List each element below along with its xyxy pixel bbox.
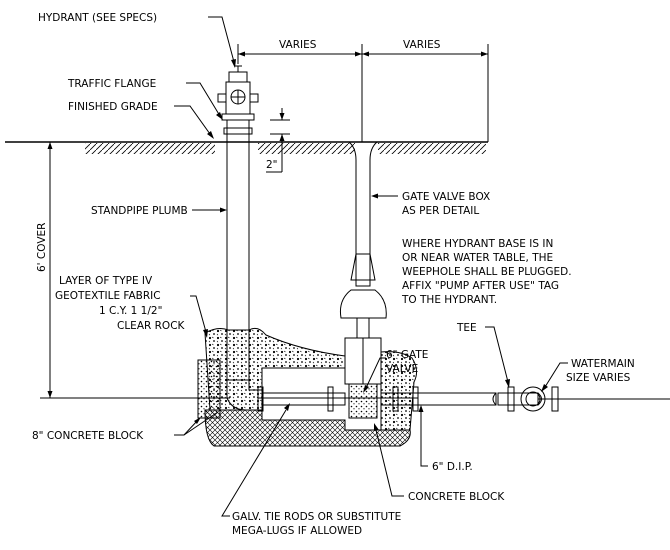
label-note-line4: AFFIX "PUMP AFTER USE" TAG <box>402 280 559 292</box>
finished-grade-surface <box>5 141 488 154</box>
label-watermain-line1: WATERMAIN <box>571 358 635 370</box>
valve-concrete-block <box>348 383 378 419</box>
label-concrete-block: CONCRETE BLOCK <box>408 491 505 503</box>
label-layer-line4: CLEAR ROCK <box>117 320 186 332</box>
label-gate-valve-line1: 6" GATE <box>386 349 428 361</box>
label-gate-valve-box-line1: GATE VALVE BOX <box>402 191 490 203</box>
label-cover: 6' COVER <box>36 223 48 272</box>
varies-dimensions <box>237 44 489 142</box>
pipe-6in-dip <box>261 392 670 406</box>
label-hydrant: HYDRANT (SEE SPECS) <box>38 12 157 24</box>
label-note-line3: WEEPHOLE SHALL BE PLUGGED. <box>402 266 572 278</box>
label-tie-rods-line2: MEGA-LUGS IF ALLOWED <box>232 525 362 537</box>
label-note-line1: WHERE HYDRANT BASE IS IN <box>402 238 553 250</box>
label-tee: TEE <box>456 322 477 334</box>
label-varies-left: VARIES <box>279 39 317 51</box>
label-dip: 6" D.I.P. <box>432 461 473 473</box>
concrete-blocks-8in <box>197 359 221 419</box>
label-layer-line2: GEOTEXTILE FABRIC <box>55 290 161 302</box>
label-note-line2: OR NEAR WATER TABLE, THE <box>402 252 553 264</box>
label-varies-right: VARIES <box>403 39 441 51</box>
labels: HYDRANT (SEE SPECS) TRAFFIC FLANGE FINIS… <box>32 12 635 537</box>
label-traffic-flange: TRAFFIC FLANGE <box>67 78 156 90</box>
label-standpipe: STANDPIPE PLUMB <box>91 205 188 217</box>
leader-lines <box>174 16 568 517</box>
label-concrete-block-8in: 8" CONCRETE BLOCK <box>32 430 144 442</box>
gate-valve <box>340 289 387 385</box>
label-gate-valve-line2: VALVE <box>386 363 418 375</box>
label-dimension-2in: 2" <box>266 159 278 171</box>
two-inch-dimension <box>266 108 290 173</box>
hydrant-head <box>217 65 259 115</box>
label-watermain-line2: SIZE VARIES <box>566 372 631 384</box>
tee-fitting <box>507 386 559 412</box>
tie-rods <box>257 386 419 412</box>
label-tie-rods-line1: GALV. TIE RODS OR SUBSTITUTE <box>232 511 401 523</box>
label-layer-line3: 1 C.Y. 1 1/2" <box>99 305 162 317</box>
clear-rock-bedding <box>204 327 418 431</box>
label-gate-valve-box-line2: AS PER DETAIL <box>402 205 479 217</box>
label-finished-grade: FINISHED GRADE <box>68 101 158 113</box>
cover-dimension <box>40 141 230 399</box>
gate-valve-box <box>348 141 378 287</box>
base-bedding <box>204 409 411 447</box>
label-layer-line1: LAYER OF TYPE IV <box>59 275 153 287</box>
label-note-line5: TO THE HYDRANT. <box>401 294 497 306</box>
